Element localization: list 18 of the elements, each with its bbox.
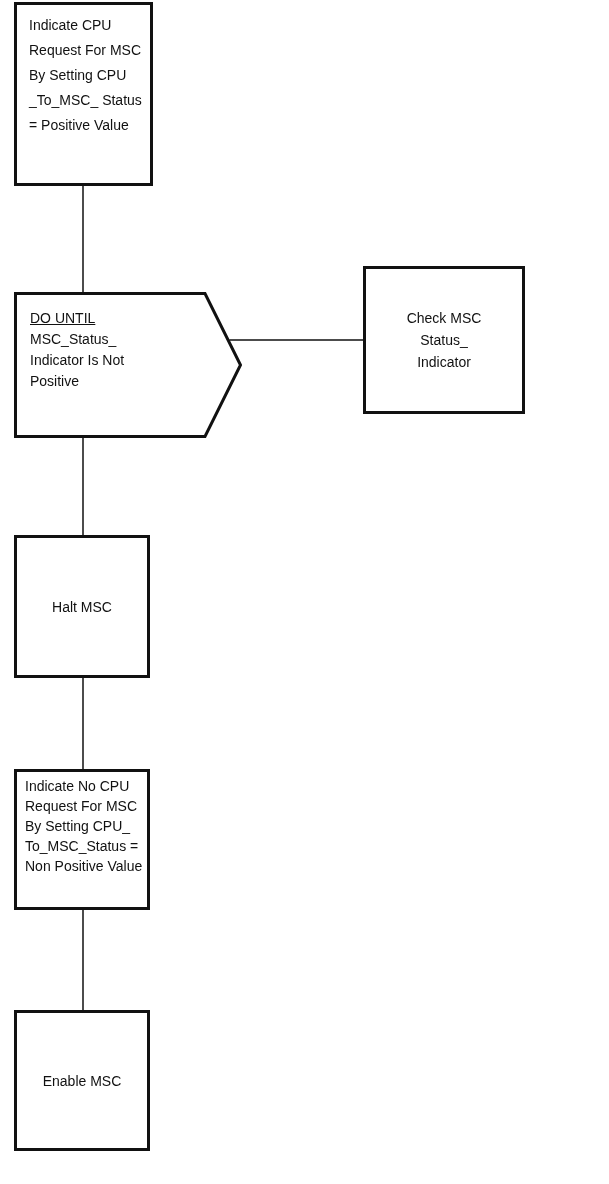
loop-pentagon xyxy=(14,292,242,438)
process-box xyxy=(14,535,150,678)
node-text: Enable MSC xyxy=(42,1071,122,1091)
process-box xyxy=(14,1010,150,1151)
connector-line xyxy=(82,437,84,536)
connector-line xyxy=(228,339,364,341)
node-text: Check MSC Status_ Indicator xyxy=(406,309,482,372)
loop-heading: DO UNTIL xyxy=(30,309,96,328)
node-text: MSC_Status_ Indicator Is Not Positive xyxy=(30,330,126,391)
node-text: Indicate CPU Request For MSC By Setting CPU _To_MSC_ Status = Positive Value xyxy=(29,16,143,135)
node-text: Halt MSC xyxy=(52,597,112,617)
connector-line xyxy=(82,677,84,770)
process-box xyxy=(363,266,525,414)
connector-line xyxy=(82,909,84,1011)
node-text: Indicate No CPU Request For MSC By Setting CPU_ To_MSC_Status = Non Positive Value xyxy=(25,777,143,876)
process-box xyxy=(14,769,150,910)
connector-line xyxy=(82,185,84,293)
process-box xyxy=(14,2,153,186)
